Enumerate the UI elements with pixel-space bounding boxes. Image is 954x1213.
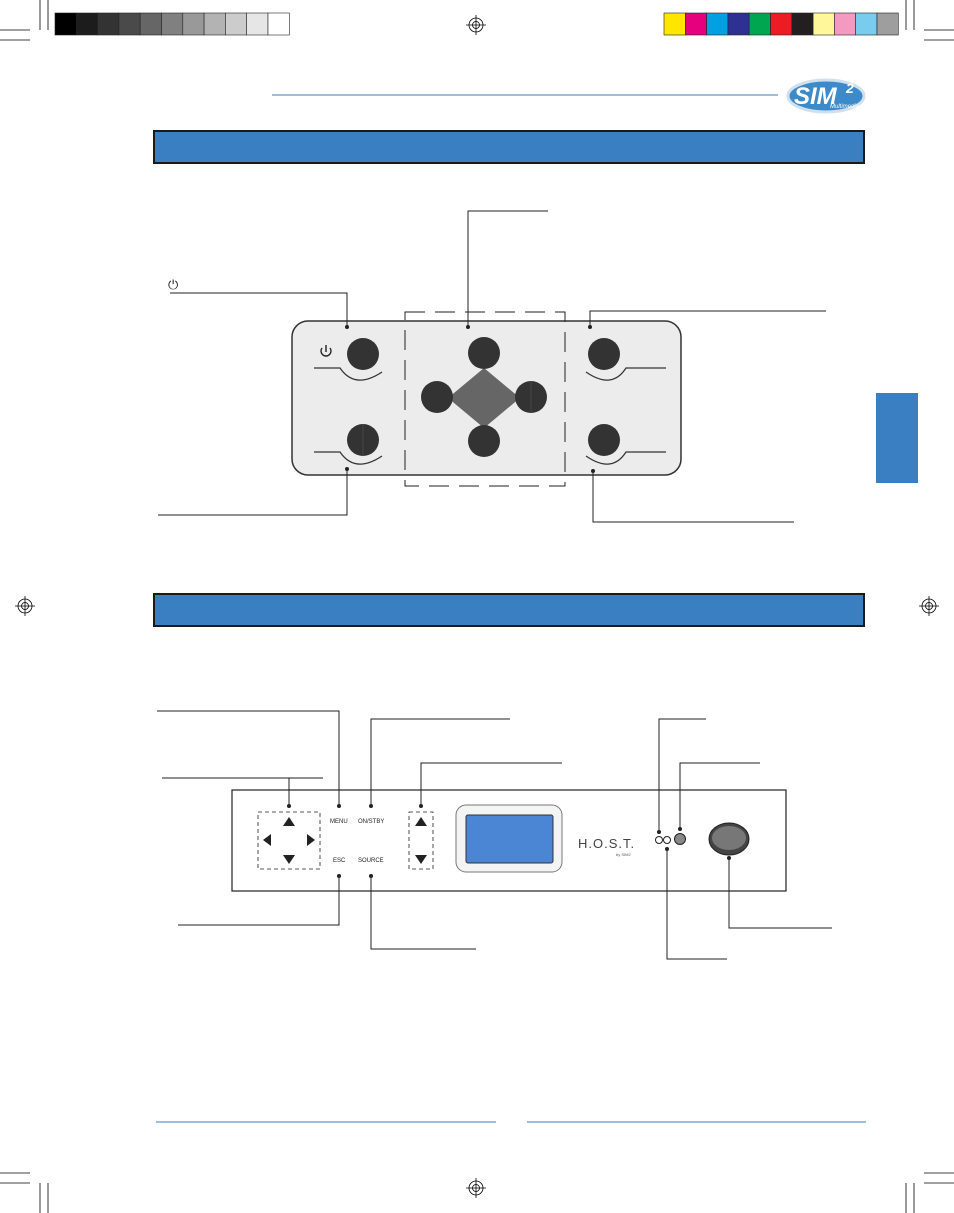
color-swatch	[855, 12, 878, 36]
registration-mark-right	[919, 596, 939, 616]
key-swoosh	[585, 367, 666, 381]
registration-mark-bottom	[466, 1178, 486, 1198]
power-key[interactable]	[347, 338, 379, 370]
front-panel-diagram: MENU ON/STBY ESC SOURCE H.O.S.T. by SIM2	[231, 789, 787, 892]
nav-left-key[interactable]	[421, 381, 453, 413]
key-swoosh	[314, 451, 383, 465]
source-label[interactable]: SOURCE	[358, 858, 384, 864]
logo-subtext: Multimedia	[830, 104, 860, 110]
color-swatch	[182, 12, 205, 36]
keypad-callout-dots	[345, 325, 595, 473]
registration-mark-left	[15, 596, 35, 616]
volume-down-icon[interactable]	[415, 855, 427, 864]
front-panel-callout-dots	[287, 804, 731, 878]
color-swatch	[54, 12, 77, 36]
chapter-side-tab	[876, 393, 918, 483]
ir-sensor	[674, 833, 686, 845]
color-swatch	[791, 12, 814, 36]
nav-up-key[interactable]	[468, 337, 500, 369]
keypad-callouts	[158, 210, 826, 523]
section-bar-front-panel	[153, 593, 865, 627]
navigation-group-outline	[404, 311, 566, 487]
lcd-display	[465, 814, 554, 864]
color-swatch	[97, 12, 120, 36]
color-swatch	[706, 12, 729, 36]
color-swatch	[727, 12, 750, 36]
color-swatch	[203, 12, 226, 36]
navigation-diamond	[448, 368, 520, 428]
brand-text: H.O.S.T.	[578, 836, 635, 851]
volume-up-icon[interactable]	[415, 817, 427, 826]
color-swatch	[225, 12, 247, 36]
sim2-logo: SIM 2 Multimedia	[786, 78, 866, 114]
color-swatch	[663, 12, 686, 36]
color-calibration-strip-left	[54, 12, 290, 36]
color-swatch	[161, 12, 184, 36]
color-swatch	[684, 12, 707, 36]
nav-down-key[interactable]	[468, 425, 500, 457]
key-swoosh	[585, 451, 666, 465]
section-bar-remote-keypad	[153, 130, 865, 164]
color-swatch	[139, 12, 162, 36]
color-swatch	[118, 12, 141, 36]
arrow-right-icon[interactable]	[307, 834, 315, 846]
arrow-left-icon[interactable]	[263, 834, 271, 846]
power-icon	[320, 345, 332, 357]
menu-label[interactable]: MENU	[330, 819, 348, 825]
onstby-label[interactable]: ON/STBY	[358, 819, 384, 825]
color-swatch	[748, 12, 771, 36]
color-swatch	[267, 12, 290, 36]
lower-right-key[interactable]	[588, 424, 620, 456]
logo-superscript: 2	[845, 80, 854, 96]
main-power-button-face	[712, 826, 746, 850]
front-panel-callouts	[157, 710, 832, 960]
color-swatch	[876, 12, 899, 36]
led-indicator-2	[663, 836, 671, 844]
color-swatch	[770, 12, 793, 36]
color-swatch	[834, 12, 857, 36]
led-indicator-1	[655, 836, 663, 844]
brand-subtext: by SIM2	[616, 852, 631, 857]
upper-right-key[interactable]	[588, 338, 620, 370]
color-swatch	[246, 12, 269, 36]
keypad-diagram	[291, 311, 682, 487]
arrow-up-icon[interactable]	[283, 817, 295, 826]
logo-text: SIM	[794, 83, 838, 110]
arrow-keys-outline	[257, 811, 321, 870]
key-swoosh	[314, 367, 383, 381]
color-swatch	[812, 12, 835, 36]
updown-keys-outline	[408, 811, 434, 870]
esc-label[interactable]: ESC	[333, 858, 346, 864]
registration-mark-top	[466, 15, 486, 35]
power-callout-symbol: ⏻	[168, 278, 178, 293]
color-calibration-strip-right	[663, 12, 899, 36]
color-swatch	[76, 12, 98, 36]
arrow-down-icon[interactable]	[283, 855, 295, 864]
